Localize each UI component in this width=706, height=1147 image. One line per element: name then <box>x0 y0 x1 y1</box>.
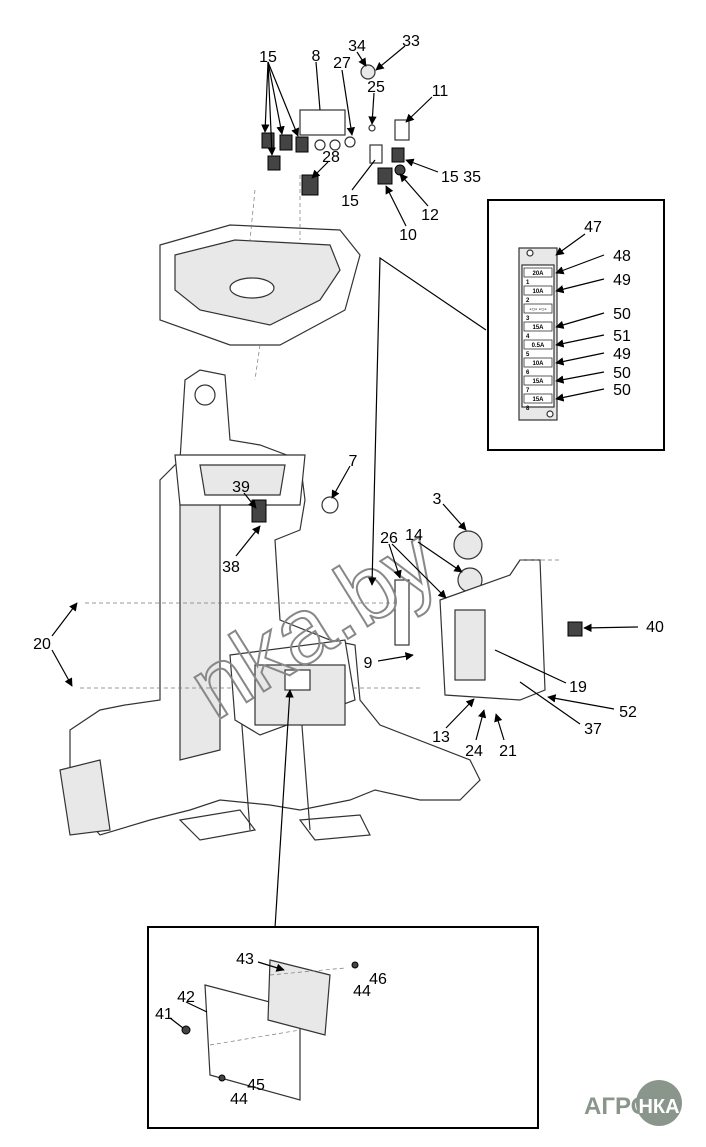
fuse <box>523 285 553 296</box>
callout: 33 <box>402 33 420 50</box>
callout: 39 <box>232 479 250 496</box>
leader-line <box>555 254 605 275</box>
callout: 8 <box>312 48 321 65</box>
callout: 12 <box>421 207 439 224</box>
callout: 37 <box>584 721 602 738</box>
fuse-slot-number: 4 <box>526 334 530 340</box>
leader-line <box>555 278 605 294</box>
fuse-rating: 15A <box>532 379 544 385</box>
fuse-rating: 15A <box>532 397 544 403</box>
logo-text-circle: НКА <box>638 1096 679 1118</box>
callout: 7 <box>349 453 358 470</box>
callout: 13 <box>432 729 450 746</box>
callout: 14 <box>405 527 423 544</box>
callout: 15 <box>341 193 359 210</box>
callout: 49 <box>613 272 631 289</box>
callout: 47 <box>584 219 602 236</box>
callout: 49 <box>613 346 631 363</box>
callout: 45 <box>247 1077 265 1094</box>
leader-line <box>555 388 605 402</box>
callout: 34 <box>348 38 366 55</box>
fuse <box>523 375 553 386</box>
callout: 21 <box>499 743 517 760</box>
callout: 52 <box>619 704 637 721</box>
callout-labels: 15 8 34 33 27 25 11 28 15 35 12 15 10 7 … <box>33 33 664 760</box>
callout: 9 <box>364 655 373 672</box>
ecu-detail-panel: 43 46 44 41 42 45 44 <box>147 926 539 1129</box>
callout: 43 <box>236 951 254 968</box>
callout: 41 <box>155 1006 173 1023</box>
leader-line <box>555 352 605 366</box>
callout: 10 <box>399 227 417 244</box>
logo-text-left: АГРО <box>584 1093 649 1120</box>
fuse-slot-number: 8 <box>526 406 530 412</box>
fuse <box>523 303 553 314</box>
leader-line <box>555 371 605 384</box>
fuse-rating: 0.5A <box>532 343 545 349</box>
mid-components <box>80 496 583 736</box>
fuse-slot-number: 3 <box>526 316 530 322</box>
fuse-slot-number: 5 <box>526 352 530 358</box>
callout: 50 <box>613 306 631 323</box>
callout: 38 <box>222 559 240 576</box>
callout: 42 <box>177 989 195 1006</box>
fuse-rating: 10A <box>532 361 544 367</box>
fuse-slot-number: 1 <box>526 280 530 286</box>
fuse <box>523 339 553 350</box>
steering-console <box>159 175 361 381</box>
fuse <box>523 267 553 278</box>
dashboard-components <box>261 64 410 196</box>
callout: 15 <box>259 49 277 66</box>
fuse-slot-number: 6 <box>526 370 530 376</box>
callout: 3 <box>433 491 442 508</box>
leader-lines <box>51 45 639 929</box>
callout: 19 <box>569 679 587 696</box>
callout: 11 <box>432 83 449 100</box>
callout: 46 <box>369 971 387 988</box>
fuse-rating: -○- -○- <box>530 307 547 313</box>
fuse-rating: 20A <box>532 271 544 277</box>
callout: 40 <box>646 619 664 636</box>
fuse <box>523 321 553 332</box>
callout: 28 <box>322 149 340 166</box>
callout: 15 35 <box>441 169 481 186</box>
fuse-slot-number: 7 <box>526 388 530 394</box>
callout: 48 <box>613 248 631 265</box>
callout: 50 <box>613 382 631 399</box>
leader-line <box>555 334 605 348</box>
callout: 20 <box>33 636 51 653</box>
callout: 50 <box>613 365 631 382</box>
fuse <box>523 393 553 404</box>
leader-line <box>555 312 605 329</box>
fuse-rating: 15A <box>532 325 544 331</box>
callout: 25 <box>367 79 385 96</box>
agronka-logo: АГРО НКА <box>584 1080 682 1126</box>
callout: 44 <box>230 1091 248 1108</box>
fuse <box>523 357 553 368</box>
callout: 44 <box>353 983 371 1000</box>
callout: 51 <box>613 328 631 345</box>
frame-assembly <box>59 369 481 841</box>
callout: 26 <box>380 530 398 547</box>
callout: 27 <box>333 55 351 72</box>
fuse-rating: 10A <box>532 289 544 295</box>
fuse-slot-number: 2 <box>526 298 530 304</box>
callout: 24 <box>465 743 483 760</box>
